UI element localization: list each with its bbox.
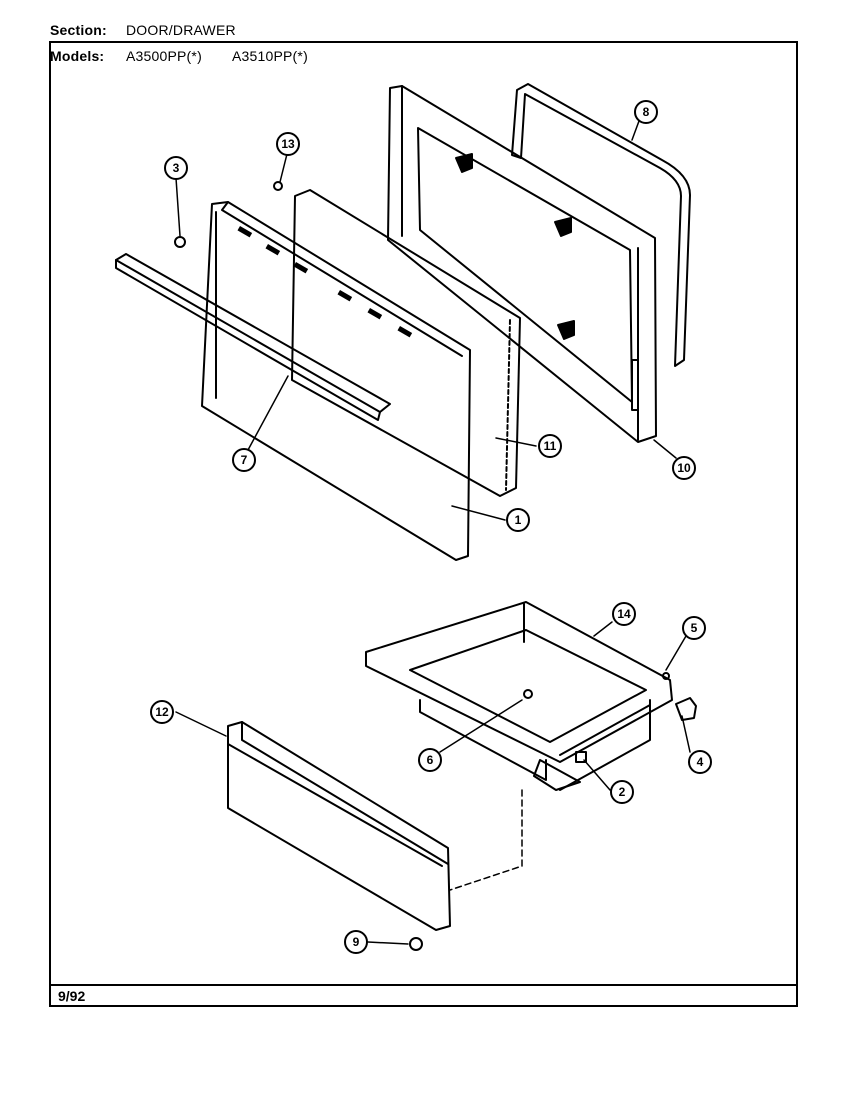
screw-part-5 xyxy=(662,672,670,680)
screw-part-6 xyxy=(523,689,533,699)
callout-number: 2 xyxy=(619,785,626,799)
screw-part-3 xyxy=(174,236,186,248)
diagram-frame xyxy=(49,41,798,1007)
footer-divider xyxy=(49,984,798,986)
callout-12: 12 xyxy=(150,700,174,724)
callout-9: 9 xyxy=(344,930,368,954)
section-label: Section: xyxy=(50,22,107,38)
callout-number: 12 xyxy=(155,705,169,719)
callout-11: 11 xyxy=(538,434,562,458)
drawer-body xyxy=(365,601,673,791)
screw-part-13 xyxy=(273,181,283,191)
callout-number: 1 xyxy=(515,513,522,527)
callout-number: 6 xyxy=(427,753,434,767)
leader-lines xyxy=(175,120,691,945)
callout-8: 8 xyxy=(634,100,658,124)
inner-door-panel xyxy=(387,85,657,443)
outer-door-panel xyxy=(201,201,471,561)
alignment-line xyxy=(449,789,523,891)
drawer-front xyxy=(227,721,451,931)
callout-number: 9 xyxy=(353,935,360,949)
callout-4: 4 xyxy=(688,750,712,774)
door-handle xyxy=(115,253,391,421)
model-number: A3510PP(*) xyxy=(232,48,308,64)
bumper-part-9 xyxy=(409,937,423,951)
part-callouts: 3 13 8 10 11 1 7 14 5 4 6 2 12 9 xyxy=(150,100,712,954)
callout-number: 7 xyxy=(241,453,248,467)
callout-13: 13 xyxy=(276,132,300,156)
callout-number: 11 xyxy=(544,439,557,453)
callout-number: 14 xyxy=(617,607,631,621)
callout-7: 7 xyxy=(232,448,256,472)
callout-number: 10 xyxy=(677,461,691,475)
callout-14: 14 xyxy=(612,602,636,626)
callout-10: 10 xyxy=(672,456,696,480)
door-gasket xyxy=(511,83,691,367)
roller-part-2 xyxy=(575,751,587,763)
model-number: A3500PP(*) xyxy=(126,48,202,64)
callout-number: 5 xyxy=(691,621,698,635)
callout-3: 3 xyxy=(164,156,188,180)
callout-5: 5 xyxy=(682,616,706,640)
callout-number: 4 xyxy=(697,755,704,769)
callout-2: 2 xyxy=(610,780,634,804)
callout-number: 3 xyxy=(173,161,180,175)
drawer-stop-part-4 xyxy=(675,697,697,721)
section-value: DOOR/DRAWER xyxy=(126,22,236,38)
callout-6: 6 xyxy=(418,748,442,772)
callout-1: 1 xyxy=(506,508,530,532)
date-code: 9/92 xyxy=(58,988,86,1004)
callout-number: 8 xyxy=(643,105,650,119)
models-label: Models: xyxy=(50,48,105,64)
callout-number: 13 xyxy=(281,137,295,151)
door-insulation xyxy=(291,189,521,497)
